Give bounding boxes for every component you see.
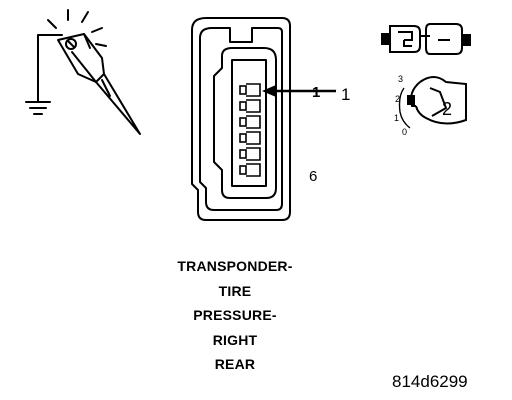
lock-scale-1: 1	[394, 113, 399, 123]
lock-position-label: 2	[442, 99, 452, 119]
pin-one-arrow	[262, 85, 336, 97]
pin-6	[239, 165, 247, 175]
title-line-5: REAR	[214, 356, 256, 372]
connector-lock-position-icon	[398, 76, 467, 129]
lock-scale-0: 0	[402, 127, 407, 137]
ground-icon	[25, 101, 51, 115]
title-line-3: PRESSURE-	[193, 307, 277, 323]
pin-one-callout: 1	[341, 85, 350, 104]
title-line-4: RIGHT	[212, 331, 258, 348]
pin-5	[239, 149, 247, 159]
test-probe-icon	[25, 9, 141, 135]
pin-3	[239, 117, 247, 127]
pin-one-label: 1	[312, 84, 320, 101]
connector-pins	[239, 83, 261, 177]
pin-six-label: 6	[309, 168, 317, 185]
lock-scale-3: 3	[398, 74, 403, 84]
component-title: TRANSPONDER- TIRE PRESSURE- RIGHT REAR	[150, 254, 320, 377]
connector-side-view-icon	[381, 23, 471, 55]
pin-2	[239, 101, 247, 111]
lock-scale-2: 2	[395, 94, 400, 104]
title-line-2: TIRE	[218, 282, 252, 299]
pin-4	[239, 133, 247, 143]
connector-face-icon	[191, 17, 291, 221]
title-line-1: TRANSPONDER-	[177, 258, 293, 274]
figure-id: 814d6299	[392, 372, 468, 391]
pin-1	[239, 85, 247, 95]
